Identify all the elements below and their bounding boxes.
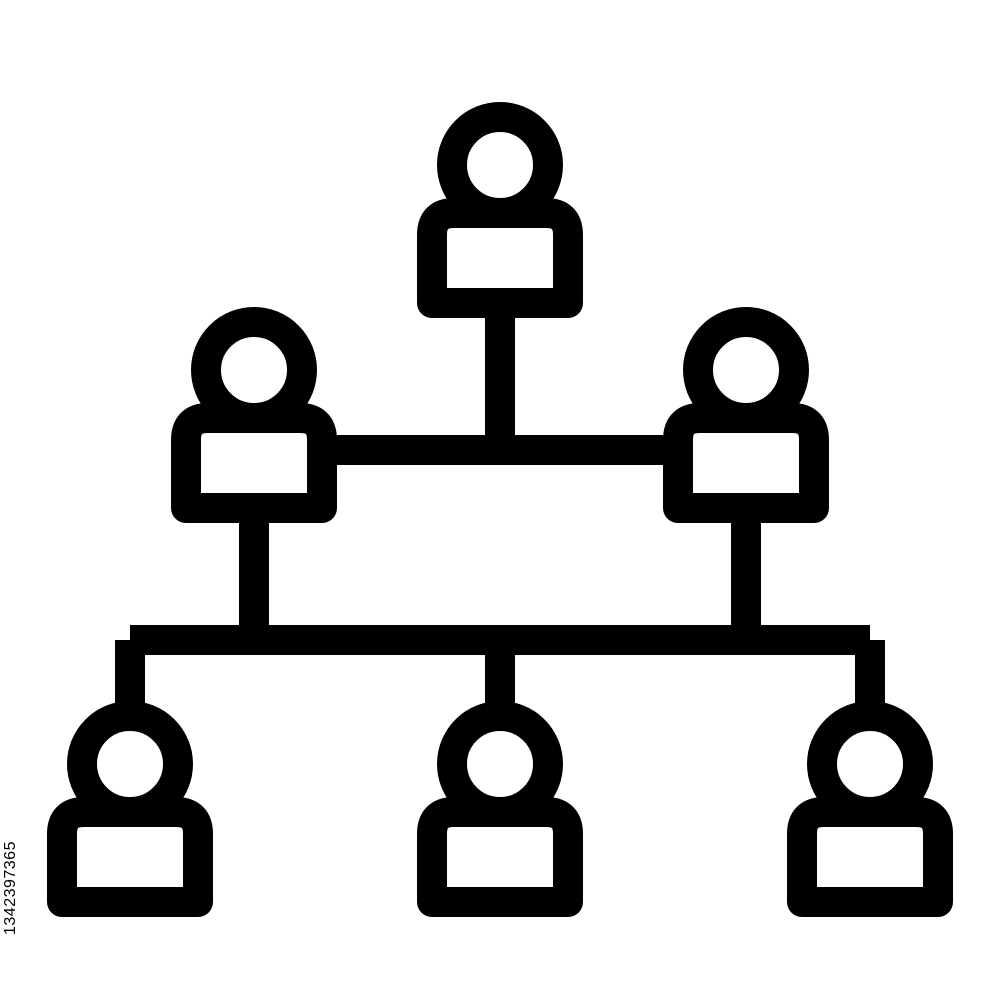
connectors xyxy=(115,305,885,720)
person-bottom-right-icon xyxy=(802,716,938,902)
person-top-icon xyxy=(432,117,568,303)
watermark-id-text: 1342397365 xyxy=(2,841,19,935)
person-bottom-center-icon xyxy=(432,716,568,902)
person-mid-right-icon xyxy=(678,322,814,508)
person-bottom-left-icon xyxy=(62,716,198,902)
person-mid-left-icon xyxy=(186,322,322,508)
